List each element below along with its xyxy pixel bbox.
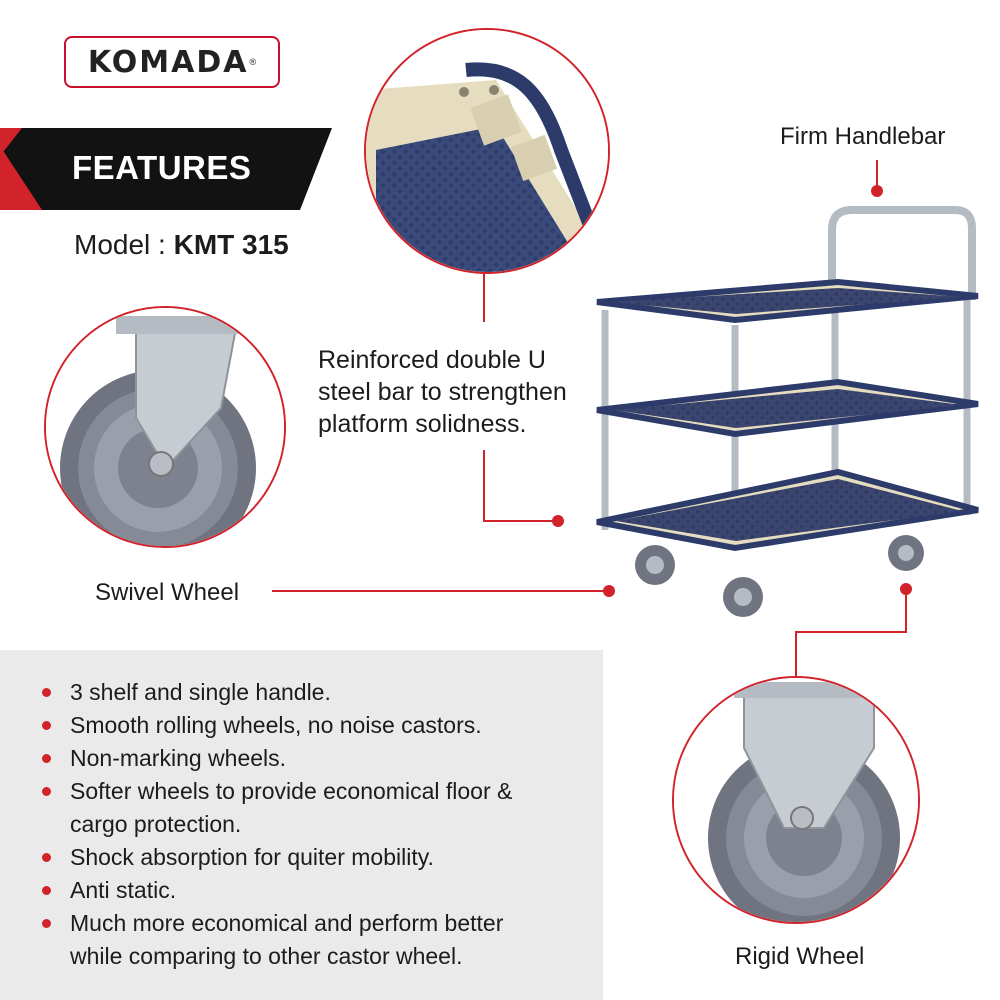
dot-swivel bbox=[603, 585, 615, 597]
feature-text: Softer wheels to provide economical floo… bbox=[70, 778, 513, 804]
handlebar-label: Firm Handlebar bbox=[780, 123, 946, 150]
feature-text: Much more economical and perform better bbox=[70, 910, 504, 936]
reinforced-line: steel bar to strengthen bbox=[318, 378, 567, 406]
swivel-wheel-label: Swivel Wheel bbox=[95, 579, 240, 606]
connector-reinforced-lower bbox=[483, 450, 558, 522]
rigid-wheel-illustration bbox=[674, 678, 918, 922]
model-line: Model : KMT 315 bbox=[74, 229, 289, 261]
reinforced-label: Reinforced double U steel bar to strengt… bbox=[318, 344, 608, 440]
feature-item: Much more economical and perform better w… bbox=[42, 907, 602, 973]
feature-item: Non-marking wheels. bbox=[42, 742, 602, 775]
feature-text: while comparing to other castor wheel. bbox=[70, 943, 463, 969]
rigid-wheel-circle bbox=[672, 676, 920, 924]
bullet-icon bbox=[42, 721, 51, 730]
model-prefix: Model : bbox=[74, 229, 174, 260]
feature-text: Shock absorption for quiter mobility. bbox=[70, 844, 434, 870]
feature-item: Anti static. bbox=[42, 874, 602, 907]
brand-logo: KOMADA® bbox=[64, 36, 280, 88]
bullet-icon bbox=[42, 886, 51, 895]
bullet-icon bbox=[42, 754, 51, 763]
bullet-icon bbox=[42, 853, 51, 862]
rigid-wheel-label: Rigid Wheel bbox=[735, 943, 865, 970]
features-banner bbox=[0, 128, 332, 210]
feature-text: Smooth rolling wheels, no noise castors. bbox=[70, 712, 482, 738]
swivel-wheel-illustration bbox=[46, 308, 284, 546]
feature-text: 3 shelf and single handle. bbox=[70, 679, 331, 705]
feature-item: Softer wheels to provide economical floo… bbox=[42, 775, 602, 841]
feature-text: Anti static. bbox=[70, 877, 177, 903]
bullet-icon bbox=[42, 787, 51, 796]
shelf-middle bbox=[596, 378, 979, 438]
shelf-top bbox=[596, 278, 979, 324]
features-heading: FEATURES bbox=[72, 149, 252, 186]
feature-list: 3 shelf and single handle. Smooth rollin… bbox=[42, 676, 602, 973]
registered-mark: ® bbox=[249, 57, 257, 67]
platform-detail-circle bbox=[364, 28, 610, 274]
swivel-wheel-circle bbox=[44, 306, 286, 548]
dot-handlebar bbox=[871, 185, 883, 197]
dot-reinforced bbox=[552, 515, 564, 527]
model-code: KMT 315 bbox=[173, 229, 289, 260]
reinforced-line: Reinforced double U bbox=[318, 346, 546, 374]
trolley-wheels bbox=[635, 535, 924, 617]
shelf-bottom bbox=[596, 468, 979, 552]
bullet-icon bbox=[42, 688, 51, 697]
reinforced-line: platform solidness. bbox=[318, 410, 527, 438]
dot-rigid bbox=[900, 583, 912, 595]
feature-text: Non-marking wheels. bbox=[70, 745, 287, 771]
feature-item: Smooth rolling wheels, no noise castors. bbox=[42, 709, 602, 742]
connector-rigid bbox=[795, 592, 907, 676]
platform-detail-illustration bbox=[366, 30, 608, 272]
brand-name: KOMADA bbox=[87, 44, 249, 80]
feature-item: Shock absorption for quiter mobility. bbox=[42, 841, 602, 874]
features-panel bbox=[0, 650, 603, 1000]
feature-text: cargo protection. bbox=[70, 811, 242, 837]
bullet-icon bbox=[42, 919, 51, 928]
feature-item: 3 shelf and single handle. bbox=[42, 676, 602, 709]
